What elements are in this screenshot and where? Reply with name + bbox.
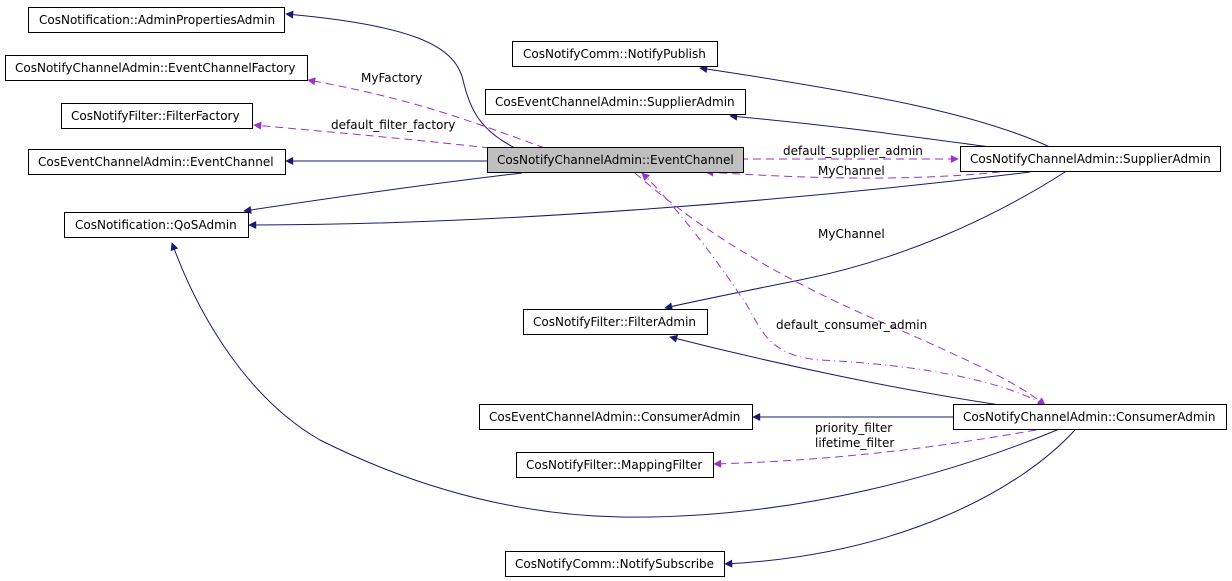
node-label: CosNotifyComm::NotifySubscribe — [515, 557, 714, 571]
node-event-channel-factory[interactable]: CosNotifyChannelAdmin::EventChannelFacto… — [5, 55, 308, 81]
node-label: CosNotifyFilter::MappingFilter — [526, 458, 702, 472]
edge-mychannel-consumer — [641, 172, 1046, 406]
node-label: CosNotifyComm::NotifyPublish — [523, 47, 706, 61]
node-filter-factory[interactable]: CosNotifyFilter::FilterFactory — [61, 103, 253, 129]
label-lifetime-filter: lifetime_filter — [815, 436, 894, 450]
edge-supplieradmin-notifypublish — [699, 65, 1051, 148]
edge-mychannel-supplier — [705, 168, 1001, 179]
edge-consumeradmin-qosadmin — [170, 242, 1058, 518]
node-label: CosNotifyChannelAdmin::SupplierAdmin — [970, 152, 1211, 166]
edge-myfactory — [307, 77, 546, 149]
label-mychannel-supplier: MyChannel — [818, 164, 885, 178]
node-label: CosEventChannelAdmin::SupplierAdmin — [495, 95, 735, 109]
label-default-consumer-admin: default_consumer_admin — [776, 318, 927, 332]
node-cos-consumer-admin[interactable]: CosEventChannelAdmin::ConsumerAdmin — [479, 404, 753, 430]
label-priority-filter: priority_filter — [815, 421, 892, 435]
node-label: CosNotification::QoSAdmin — [75, 218, 237, 232]
label-myfactory: MyFactory — [361, 71, 422, 85]
edge-eventchannel-adminproperties — [285, 10, 516, 149]
node-filter-admin[interactable]: CosNotifyFilter::FilterAdmin — [523, 309, 708, 335]
edge-default-consumer-admin — [634, 172, 1046, 406]
edge-supplieradmin-cossupplieradmin — [729, 112, 991, 148]
node-mapping-filter[interactable]: CosNotifyFilter::MappingFilter — [516, 452, 714, 478]
label-default-supplier-admin: default_supplier_admin — [783, 144, 923, 158]
node-notify-subscribe[interactable]: CosNotifyComm::NotifySubscribe — [505, 551, 725, 577]
node-supplier-admin[interactable]: CosNotifyChannelAdmin::SupplierAdmin — [960, 146, 1221, 172]
edge-consumeradmin-filteradmin — [669, 334, 1001, 406]
node-cos-event-channel[interactable]: CosEventChannelAdmin::EventChannel — [28, 149, 286, 175]
node-label: CosNotifyFilter::FilterAdmin — [533, 315, 696, 329]
node-label: CosNotification::AdminPropertiesAdmin — [39, 13, 275, 27]
node-admin-properties-admin[interactable]: CosNotification::AdminPropertiesAdmin — [28, 7, 285, 33]
node-label: CosEventChannelAdmin::ConsumerAdmin — [489, 410, 740, 424]
edge-default-filter-factory — [253, 121, 491, 149]
node-cos-supplier-admin[interactable]: CosEventChannelAdmin::SupplierAdmin — [485, 89, 746, 115]
edge-consumeradmin-notifysubscribe — [724, 429, 1076, 568]
edge-mapping-filter — [713, 429, 1037, 468]
label-mychannel-consumer: MyChannel — [818, 227, 885, 241]
node-label: CosEventChannelAdmin::EventChannel — [38, 155, 274, 169]
node-qos-admin[interactable]: CosNotification::QoSAdmin — [64, 212, 249, 238]
node-consumer-admin[interactable]: CosNotifyChannelAdmin::ConsumerAdmin — [953, 404, 1227, 430]
node-event-channel[interactable]: CosNotifyChannelAdmin::EventChannel — [487, 147, 744, 173]
node-label: CosNotifyChannelAdmin::EventChannel — [497, 153, 734, 167]
node-notify-publish[interactable]: CosNotifyComm::NotifyPublish — [512, 41, 718, 67]
node-label: CosNotifyChannelAdmin::EventChannelFacto… — [15, 61, 296, 75]
node-label: CosNotifyChannelAdmin::ConsumerAdmin — [963, 410, 1215, 424]
edge-eventchannel-qosadmin — [243, 172, 523, 214]
node-label: CosNotifyFilter::FilterFactory — [71, 109, 240, 123]
edge-supplieradmin-qosadmin — [248, 171, 1031, 229]
label-default-filter-factory: default_filter_factory — [331, 118, 455, 132]
edge-supplieradmin-filteradmin — [664, 171, 1066, 311]
